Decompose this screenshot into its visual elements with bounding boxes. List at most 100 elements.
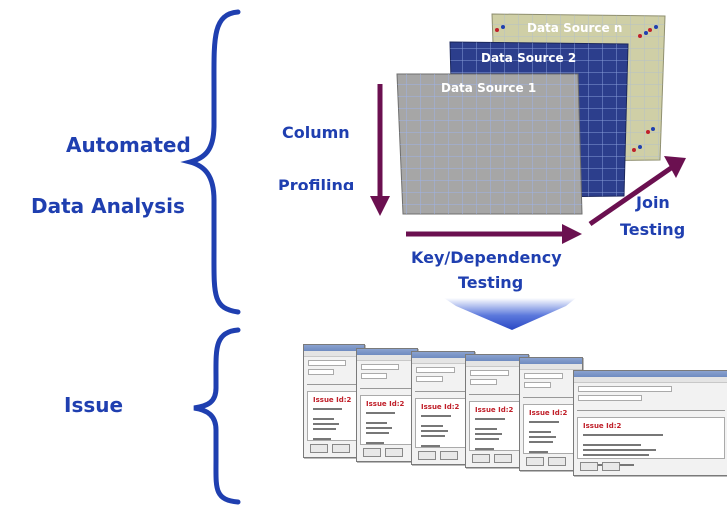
window-tabs[interactable]	[415, 386, 471, 392]
key-dependency-label: Key/Dependency	[411, 248, 562, 267]
window-titlebar[interactable]	[574, 371, 727, 377]
window-field[interactable]	[524, 373, 564, 379]
window-body: Issue Id:2	[523, 404, 579, 454]
issue-id-title: Issue Id:2	[366, 400, 405, 408]
window-field[interactable]	[416, 376, 443, 382]
profiling-label: Profiling	[278, 176, 355, 190]
window-menu[interactable]	[412, 358, 474, 364]
cancel-button[interactable]	[548, 457, 566, 466]
window-tabs[interactable]	[523, 392, 579, 398]
detail-line	[529, 441, 554, 443]
issue-id-title: Issue Id:2	[313, 396, 352, 404]
window-field[interactable]	[470, 370, 510, 376]
data-source-1	[396, 73, 583, 215]
issue-label-clipped	[40, 428, 210, 440]
flow-down-arrow	[444, 298, 576, 330]
detail-line	[421, 435, 446, 437]
window-field[interactable]	[578, 395, 642, 401]
ok-button[interactable]	[526, 457, 544, 466]
window-field[interactable]	[361, 373, 387, 379]
cancel-button[interactable]	[385, 448, 403, 457]
issue-window[interactable]: Issue Id:2	[519, 357, 583, 471]
ok-button[interactable]	[580, 462, 598, 471]
data-source-1-title: Data Source 1	[441, 81, 537, 95]
issue-id-title: Issue Id:2	[421, 403, 460, 411]
window-menu[interactable]	[357, 355, 417, 361]
window-menu[interactable]	[466, 361, 528, 367]
detail-line	[583, 454, 649, 456]
profiling-label-clip: Profiling	[276, 176, 366, 190]
ok-button[interactable]	[418, 451, 436, 460]
detail-line	[366, 422, 387, 424]
window-titlebar[interactable]	[357, 349, 417, 355]
detail-line	[529, 431, 551, 433]
detail-line	[313, 418, 334, 420]
description-line	[529, 451, 548, 453]
window-tabs[interactable]	[307, 379, 361, 385]
subject-line	[583, 434, 664, 436]
issue-id-title: Issue Id:2	[583, 422, 622, 430]
data-analysis-label: Data Analysis	[31, 194, 185, 218]
window-menu[interactable]	[520, 364, 582, 370]
window-field[interactable]	[308, 369, 334, 375]
issue-window[interactable]: Issue Id:2	[303, 344, 365, 458]
join-label: Join	[636, 193, 670, 212]
detail-line	[313, 423, 339, 425]
window-menu[interactable]	[574, 377, 727, 383]
subject-line	[475, 418, 505, 420]
detail-line	[529, 436, 556, 438]
issue-window[interactable]: Issue Id:2	[356, 348, 418, 462]
issue-window[interactable]: Issue Id:2	[573, 370, 727, 476]
join-testing-arrow	[588, 156, 686, 227]
window-titlebar[interactable]	[304, 345, 364, 351]
description-line	[313, 438, 332, 440]
subject-line	[313, 408, 342, 410]
ok-button[interactable]	[310, 444, 328, 453]
window-field[interactable]	[308, 360, 346, 366]
column-profiling-arrow	[370, 84, 390, 216]
subject-line	[529, 421, 559, 423]
automated-brace	[180, 9, 241, 315]
window-field[interactable]	[470, 379, 497, 385]
issue-id-title: Issue Id:2	[475, 406, 514, 414]
column-label: Column	[282, 123, 350, 142]
detail-line	[313, 428, 337, 430]
window-body: Issue Id:2	[577, 417, 725, 466]
cancel-button[interactable]	[602, 462, 620, 471]
window-field[interactable]	[416, 367, 456, 373]
window-body: Issue Id:2	[360, 395, 414, 445]
detail-line	[583, 444, 642, 446]
subject-line	[421, 415, 451, 417]
data-source-2-title: Data Source 2	[481, 51, 577, 65]
window-body: Issue Id:2	[415, 398, 471, 448]
detail-line	[421, 425, 443, 427]
issue-id-title: Issue Id:2	[529, 409, 568, 417]
cancel-button[interactable]	[440, 451, 458, 460]
window-titlebar[interactable]	[412, 352, 474, 358]
cancel-button[interactable]	[494, 454, 512, 463]
issue-window[interactable]: Issue Id:2	[465, 354, 529, 468]
window-titlebar[interactable]	[520, 358, 582, 364]
window-body: Issue Id:2	[307, 391, 361, 441]
key-dependency-testing-label: Testing	[458, 273, 524, 292]
window-field[interactable]	[361, 364, 399, 370]
window-field[interactable]	[524, 382, 551, 388]
window-titlebar[interactable]	[466, 355, 528, 361]
subject-line	[366, 412, 395, 414]
automated-label: Automated	[66, 133, 191, 157]
window-menu[interactable]	[304, 351, 364, 357]
window-tabs[interactable]	[360, 383, 414, 389]
detail-line	[475, 438, 500, 440]
issue-window[interactable]: Issue Id:2	[411, 351, 475, 465]
window-tabs[interactable]	[577, 405, 725, 411]
cancel-button[interactable]	[332, 444, 350, 453]
ok-button[interactable]	[363, 448, 381, 457]
detail-line	[421, 430, 448, 432]
issue-label: Issue	[64, 393, 124, 417]
window-tabs[interactable]	[469, 389, 525, 395]
ok-button[interactable]	[472, 454, 490, 463]
key-dependency-arrow	[406, 224, 582, 244]
window-field[interactable]	[578, 386, 673, 392]
description-line	[366, 442, 385, 444]
